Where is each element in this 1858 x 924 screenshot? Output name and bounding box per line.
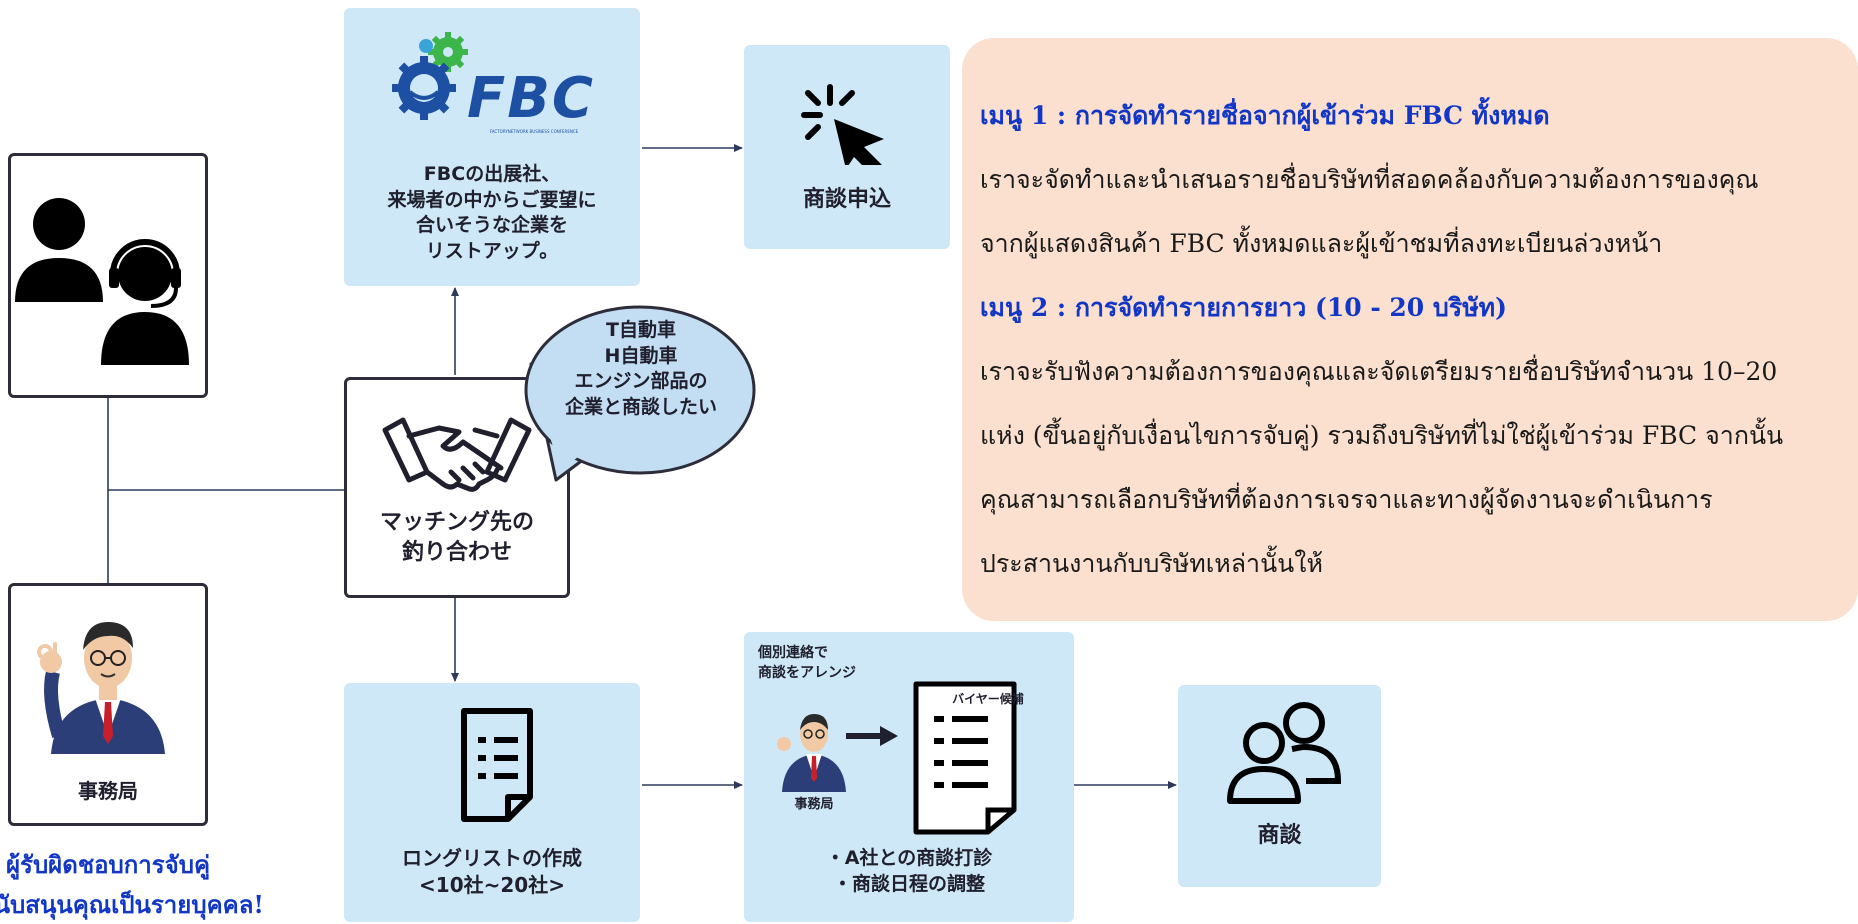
speech-bubble-text: T自動車 H自動車 エンジン部品の 企業と商談したい (564, 319, 717, 418)
fbc-description: FBCの出展社、 来場者の中からご要望に 合いそうな企業を リストアップ。 (387, 163, 597, 262)
customer-and-operator-icon (15, 198, 189, 365)
arrange-box: 個別連絡で 商談をアレンジ バイヤー候補 事務局 ・A社との商談打診 ・商談日程… (744, 632, 1074, 922)
longlist-label: ロングリストの作成 <10社~20社> (402, 846, 582, 897)
footer-caption-line1: ผู้รับผิดชอบการจับคู่ (5, 850, 211, 879)
footer-caption-line2: จะสนับสนุนคุณเป็นรายบุคคล! (0, 890, 264, 919)
handshake-icon (382, 417, 532, 492)
buyer-candidate-tag: バイヤー候補 (952, 692, 1024, 706)
meeting-box: 商談 (1178, 685, 1381, 887)
arrange-note: 個別連絡で 商談をアレンジ (758, 645, 856, 681)
meeting-label: 商談 (1257, 823, 1302, 848)
click-cursor-icon (801, 84, 884, 165)
people-icon (1227, 702, 1342, 804)
apply-label: 商談申込 (802, 187, 891, 212)
matching-label: マッチング先の 釣り合わせ (379, 510, 534, 565)
businessman-ok-illustration (37, 622, 165, 754)
menu1-line: เราจะจัดทำและนำเสนอรายชื่อบริษัทที่สอดคล… (980, 165, 1759, 194)
staff-to-buyer-list-illustration (777, 681, 1017, 835)
fbc-logo-gears-icon (392, 32, 468, 120)
customer-card (8, 153, 208, 398)
menu2-line: เราจะรับฟังความต้องการของคุณและจัดเตรียม… (980, 357, 1778, 386)
fbc-logo-tagline: FACTORYNETWORK BUSINESS CONFERENCE (489, 129, 579, 134)
menu1-title: เมนู 1 : การจัดทำรายชื่อจากผู้เข้าร่วม F… (980, 101, 1550, 130)
secretariat-label: 事務局 (78, 779, 138, 803)
menu2-line: คุณสามารถเลือกบริษัทที่ต้องการเจรจาและทา… (980, 485, 1713, 514)
fbc-box: FBC FACTORYNETWORK BUSINESS CONFERENCE F… (344, 8, 640, 286)
apply-box: 商談申込 (744, 45, 950, 249)
menu2-title: เมนู 2 : การจัดทำรายการยาว (10 - 20 บริษ… (980, 293, 1507, 322)
longlist-box: ロングリストの作成 <10社~20社> (344, 683, 640, 922)
menu2-line: ประสานงานกับบริษัทเหล่านั้นให้ (980, 549, 1323, 578)
arrange-bullets: ・A社との商談打診 ・商談日程の調整 (825, 847, 993, 895)
fbc-logo-text: FBC (466, 66, 596, 131)
document-list-icon (461, 708, 533, 822)
menu1-line: จากผู้แสดงสินค้า FBC ทั้งหมดและผู้เข้าชม… (980, 229, 1663, 258)
menu2-line: แห่ง (ขึ้นอยู่กับเงื่อนไขการจับคู่) รวมถ… (980, 421, 1784, 450)
menu-description-panel: เมนู 1 : การจัดทำรายชื่อจากผู้เข้าร่วม F… (962, 38, 1858, 621)
secretariat-card: 事務局 (8, 583, 208, 826)
matching-card: マッチング先の 釣り合わせ (344, 377, 570, 598)
arrange-staff-label: 事務局 (794, 797, 834, 812)
